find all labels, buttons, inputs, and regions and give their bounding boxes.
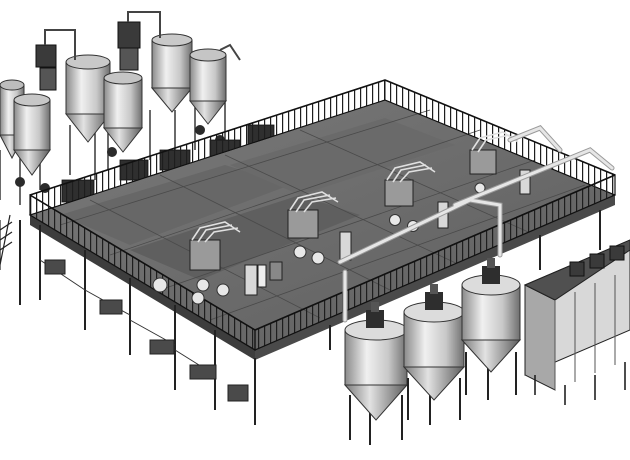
bg-tank-4 xyxy=(102,71,144,153)
background-tank-cluster xyxy=(0,11,241,205)
dosing-station-1 xyxy=(189,221,258,297)
bg-tank-5 xyxy=(150,33,194,113)
container-bank xyxy=(523,239,630,405)
bg-tank-2 xyxy=(13,93,51,176)
bg-tank-3 xyxy=(64,54,112,143)
platform-legs xyxy=(19,210,601,425)
bg-tank-6 xyxy=(188,48,228,125)
mixing-tank-a xyxy=(343,302,409,445)
dosing-station-2 xyxy=(287,191,352,265)
mixing-tank-c xyxy=(460,258,522,400)
dosing-station-4 xyxy=(469,131,531,195)
mixing-tank-b xyxy=(402,284,466,425)
pipe-runs xyxy=(337,125,615,323)
foreground-tanks xyxy=(343,258,522,445)
stairs-left xyxy=(0,214,13,270)
under-deck-equipment xyxy=(44,259,249,402)
